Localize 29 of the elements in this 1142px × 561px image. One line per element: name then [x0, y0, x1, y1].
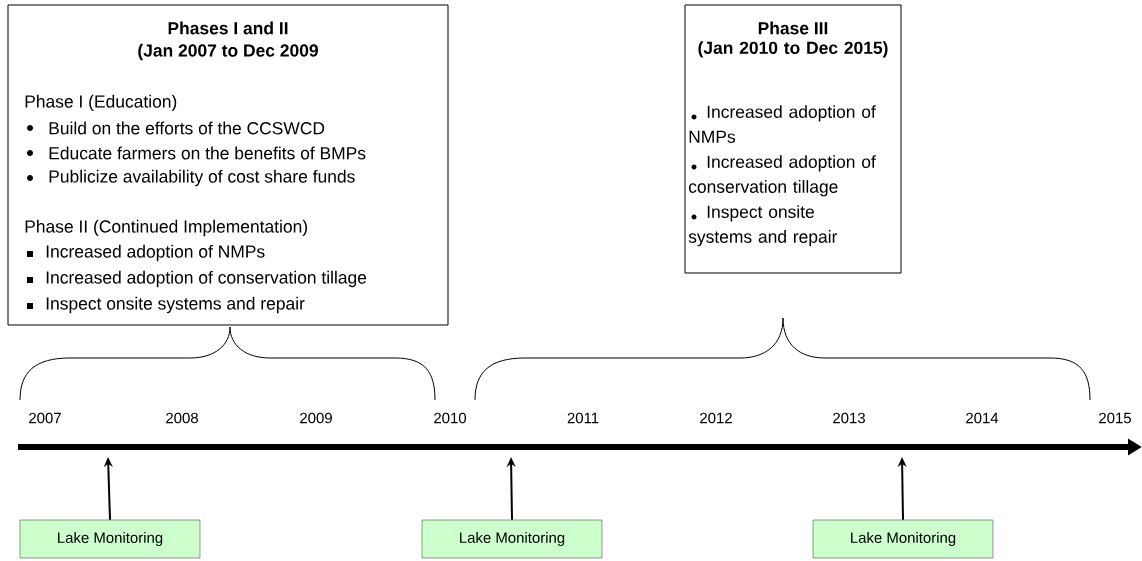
date-range: (Jan 2010 to Dec 2015) — [698, 41, 888, 58]
year-label: 2015 — [1099, 412, 1131, 424]
phase-heading: Phases I and II — [168, 21, 288, 35]
year-label: 2014 — [966, 412, 999, 424]
bullet-item: Educate farmers on the benefits of BMPs — [27, 146, 366, 160]
monitoring-box: Lake Monitoring — [19, 519, 201, 559]
section-heading: Phase II (Continued Implementation) — [25, 219, 307, 237]
date-range: (Jan 2007 to Dec 2009 — [138, 43, 318, 61]
bullet-item: Inspect onsite systems and repair — [688, 205, 838, 247]
year-label: 2013 — [833, 412, 865, 424]
bullet-item: Increased adoption of conservation tillage — [688, 155, 876, 197]
phase-box — [684, 4, 902, 274]
bullet-item: Inspect onsite systems and repair — [27, 296, 305, 314]
bullet-item: Increased adoption of NMPs — [689, 105, 876, 143]
monitoring-box: Lake Monitoring — [812, 519, 994, 559]
phase-box — [7, 4, 449, 326]
year-label: 2010 — [434, 412, 467, 424]
bullet-item: Build on the efforts of the CCSWCD — [27, 121, 325, 135]
year-label: 2007 — [29, 412, 61, 424]
year-label: 2009 — [300, 412, 332, 424]
bullet-item: Publicize availability of cost share funds — [27, 169, 355, 187]
year-label: 2012 — [700, 412, 732, 424]
section-heading: Phase I (Education) — [25, 94, 177, 112]
year-label: 2008 — [166, 412, 198, 424]
phase-heading: Phase III — [758, 21, 828, 35]
monitoring-box: Lake Monitoring — [421, 519, 603, 559]
year-label: 2011 — [567, 412, 599, 424]
bullet-item: Increased adoption of conservation tillage — [27, 270, 367, 288]
bullet-item: Increased adoption of NMPs — [27, 244, 265, 262]
